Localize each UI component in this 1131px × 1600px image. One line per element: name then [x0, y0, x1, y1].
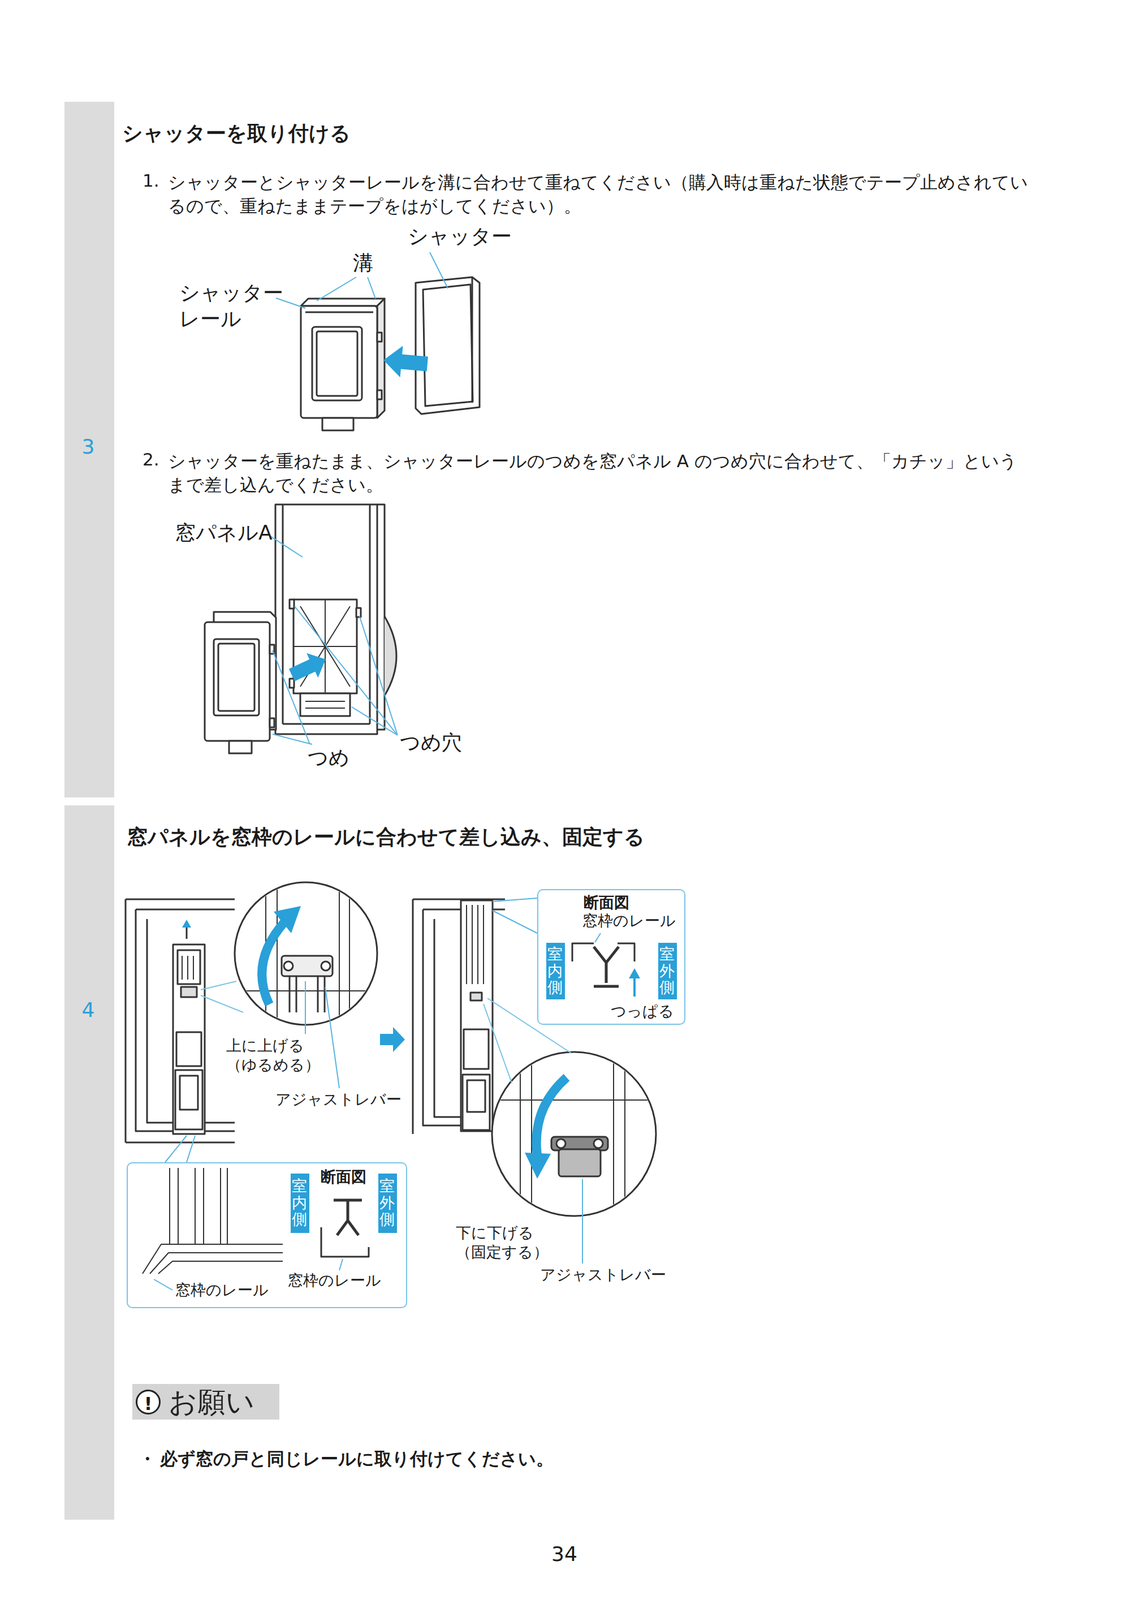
side-label: 室内側 — [291, 1177, 308, 1228]
section-panel: 断面図窓枠のレールつっぱる 室内側 室外側 — [537, 888, 686, 1025]
part-name: 窓枠のレール — [175, 1280, 269, 1299]
step-number: 3 — [64, 434, 112, 459]
action-label: 下に下げる （固定する） — [455, 1223, 555, 1262]
action-label: 上に上げる （ゆるめる） — [226, 1035, 326, 1075]
side-label: 室外側 — [379, 1177, 395, 1228]
notice-band: ! お願い — [132, 1383, 280, 1420]
side-label: 室内側 — [547, 945, 563, 996]
side-tag: 室内側 — [290, 1173, 310, 1233]
part-name: 溝 — [352, 250, 374, 275]
list-number: 2. — [142, 449, 160, 470]
notice-heading: お願い — [168, 1384, 255, 1419]
part-name: 窓枠のレール — [287, 1271, 382, 1290]
instruction-text: シャッターを重ねたまま、シャッターレールのつめを窓パネル A のつめ穴に合わせて… — [167, 449, 1034, 497]
step-band: 3 — [64, 101, 115, 798]
notice-icon: ! — [135, 1389, 161, 1415]
part-name: シャッター — [407, 223, 512, 249]
instruction-text: シャッターとシャッターレールを溝に合わせて重ねてください（購入時は重ねた状態でテ… — [167, 170, 1034, 218]
panel-heading: 断面図 — [583, 893, 630, 912]
list-number: 1. — [142, 170, 160, 192]
step-number: 4 — [64, 997, 112, 1022]
side-label: 室外側 — [659, 945, 675, 996]
part-name: シャッター レール — [179, 279, 293, 332]
side-tag: 室内側 — [546, 942, 565, 1000]
part-name: アジャストレバー — [275, 1090, 402, 1109]
side-tag: 室外側 — [658, 942, 677, 1000]
part-name: 窓パネルA — [175, 520, 273, 545]
section-panel: 断面図窓枠のレール窓枠のレール 室内側 室外側 — [126, 1162, 408, 1309]
panel-heading: 断面図 — [320, 1167, 367, 1186]
step-band: 4 — [64, 805, 115, 1520]
step-heading: シャッターを取り付ける — [122, 121, 351, 146]
bullet: ・ — [138, 1448, 157, 1470]
part-name: つめ穴 — [399, 730, 463, 755]
page-number: 34 — [551, 1541, 578, 1566]
side-tag: 室外側 — [378, 1173, 397, 1233]
part-name: 窓枠のレール — [582, 911, 676, 930]
step-heading: 窓パネルを窓枠のレールに合わせて差し込み、固定する — [127, 824, 645, 849]
action-label: つっぱる — [610, 1002, 675, 1021]
part-name: つめ — [307, 745, 350, 770]
part-name: アジャストレバー — [540, 1265, 667, 1284]
notice-text: 必ず窓の戸と同じレールに取り付けてください。 — [160, 1448, 554, 1470]
